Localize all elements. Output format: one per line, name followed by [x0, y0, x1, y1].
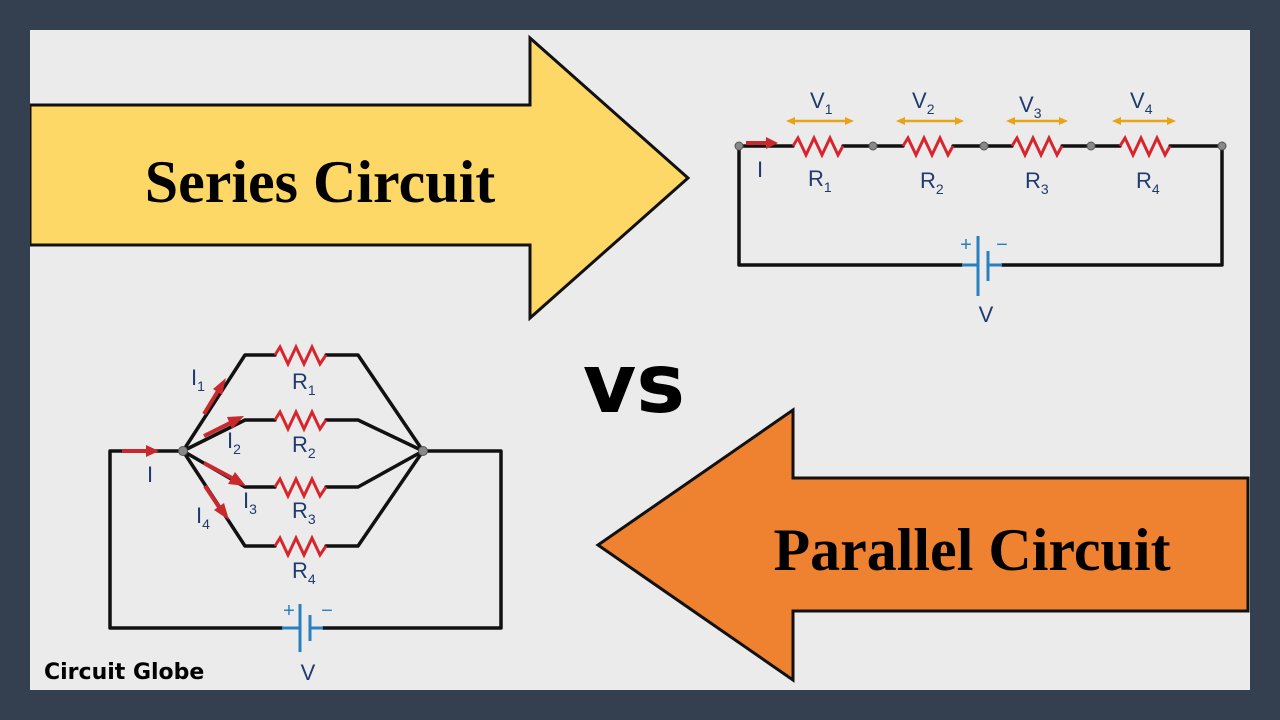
series-arrow: Series Circuit — [30, 34, 691, 322]
series-arrow-label: Series Circuit — [145, 149, 495, 215]
series-resistor-r4 — [1118, 134, 1172, 159]
branch-current-arrow-i4 — [203, 484, 229, 520]
parallel-current-arrow — [122, 445, 159, 457]
series-node — [1217, 141, 1227, 151]
branch-current-arrow-i1 — [202, 378, 226, 416]
parallel-branch-3 — [181, 449, 425, 489]
parallel-node-right — [418, 446, 428, 456]
parallel-resistor-r3 — [273, 475, 328, 500]
brand-label: Circuit Globe — [44, 660, 204, 685]
series-battery — [962, 236, 1002, 296]
voltage-marker-v4 — [1112, 117, 1176, 125]
diagram-canvas: Series Circuit Parallel Circuit vs I — [30, 34, 1250, 685]
parallel-branch-2 — [181, 418, 425, 453]
voltage-label-v4: V4 — [1130, 88, 1153, 117]
voltage-marker-v1 — [786, 117, 854, 125]
parallel-resistor-r4 — [273, 534, 328, 559]
voltage-label-v1: V1 — [810, 88, 833, 117]
series-arrow-shape — [30, 34, 691, 322]
series-node — [979, 141, 989, 151]
series-current-arrow — [746, 137, 778, 149]
series-circuit: I V1 V2 V3 V4 R1 R2 R3 R4 — [734, 88, 1227, 327]
parallel-arrow-shape — [595, 407, 1250, 683]
series-battery-plus: + — [960, 234, 972, 256]
parallel-current-label: I — [147, 462, 153, 487]
branch-current-arrow-i3 — [203, 461, 246, 486]
parallel-resistor-label-r2: R2 — [292, 432, 316, 461]
series-battery-minus: − — [996, 234, 1008, 256]
resistor-label-r1: R1 — [808, 166, 832, 195]
resistor-label-r2: R2 — [920, 168, 944, 197]
parallel-circuit: I I1 I2 I3 I4 R1 R2 R3 R4 — [108, 343, 503, 685]
voltage-marker-v2 — [896, 117, 964, 125]
branch-current-arrow-i2 — [203, 416, 244, 438]
resistor-label-r4: R4 — [1136, 168, 1160, 197]
branch-current-label-i3: I3 — [243, 488, 257, 517]
parallel-branch-4 — [181, 449, 425, 548]
parallel-battery-label: V — [301, 660, 316, 685]
voltage-marker-v3 — [1006, 117, 1068, 125]
parallel-resistor-r2 — [273, 408, 328, 433]
parallel-resistor-r1 — [273, 343, 328, 368]
series-node — [1086, 141, 1096, 151]
branch-current-label-i1: I1 — [191, 365, 205, 394]
parallel-resistor-label-r1: R1 — [292, 369, 316, 398]
series-wire-loop — [737, 144, 1224, 267]
vs-label: vs — [583, 337, 685, 432]
series-current-label: I — [757, 157, 763, 182]
parallel-resistor-label-r3: R3 — [292, 498, 316, 527]
parallel-battery-minus: − — [321, 600, 333, 622]
voltage-label-v3: V3 — [1019, 92, 1042, 121]
diagram-panel: Series Circuit Parallel Circuit vs I — [30, 30, 1250, 690]
series-resistor-r2 — [901, 134, 955, 159]
branch-current-label-i2: I2 — [227, 428, 241, 457]
series-node — [734, 141, 744, 151]
series-node — [868, 141, 878, 151]
parallel-arrow: Parallel Circuit — [595, 407, 1250, 683]
series-resistor-r3 — [1010, 134, 1064, 159]
parallel-resistor-label-r4: R4 — [292, 558, 316, 587]
series-resistor-r1 — [791, 134, 845, 159]
resistor-label-r3: R3 — [1025, 168, 1049, 197]
series-battery-label: V — [979, 302, 994, 327]
voltage-label-v2: V2 — [912, 88, 935, 117]
parallel-wire-loop — [108, 449, 503, 630]
branch-current-label-i4: I4 — [196, 503, 210, 532]
parallel-arrow-label: Parallel Circuit — [773, 517, 1170, 583]
parallel-battery — [282, 604, 323, 652]
parallel-branch-1 — [181, 353, 425, 453]
parallel-battery-plus: + — [283, 600, 295, 622]
parallel-node-left — [178, 446, 188, 456]
